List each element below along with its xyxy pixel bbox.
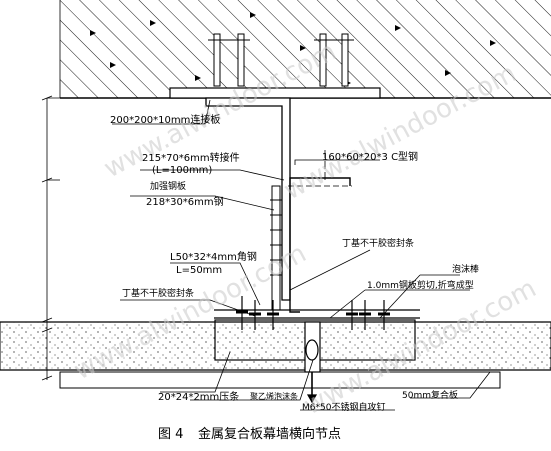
label-angle-215: 215*70*6mm转接件 xyxy=(142,153,240,164)
bolt-row xyxy=(236,296,390,330)
joint-foam xyxy=(304,321,321,404)
label-sealant-left: 丁基不干胶密封条 xyxy=(122,289,195,299)
embedded-anchors xyxy=(208,33,354,87)
label-angle-50: L50*32*4mm角钢 xyxy=(170,252,257,263)
label-bar-20: 20*24*2mm压条 xyxy=(158,392,240,403)
figure-title: 金属复合板幕墙横向节点 xyxy=(198,427,342,442)
label-steel-218: 218*30*6mm钢 xyxy=(146,197,224,208)
c-channel xyxy=(288,150,352,313)
label-angle-215-len: (L=100mm) xyxy=(152,165,213,176)
label-channel: 160*60*20*3 C型钢 xyxy=(322,152,419,163)
label-steel-heading: 加强钢板 xyxy=(150,182,187,192)
label-bolt: M6*50不锈钢自攻钉 xyxy=(302,403,386,413)
label-angle-50-len: L=50mm xyxy=(176,265,223,276)
label-sealant-right: 丁基不干胶密封条 xyxy=(342,239,415,249)
composite-board xyxy=(0,321,551,389)
figure-number: 图 4 xyxy=(158,427,184,442)
label-sealant-top: 泡沫棒 xyxy=(452,265,480,275)
leader-lines xyxy=(112,99,491,411)
concrete-slab xyxy=(59,0,551,99)
connector-angle xyxy=(205,97,291,301)
label-plate-200: 200*200*10mm连接板 xyxy=(110,115,221,126)
label-panel-10: 1.0mm钢板剪切,折弯成型 xyxy=(367,281,474,291)
label-composite: 50mm复合板 xyxy=(402,391,458,401)
label-foam-bar: 聚乙烯泡沫条 xyxy=(250,392,298,401)
